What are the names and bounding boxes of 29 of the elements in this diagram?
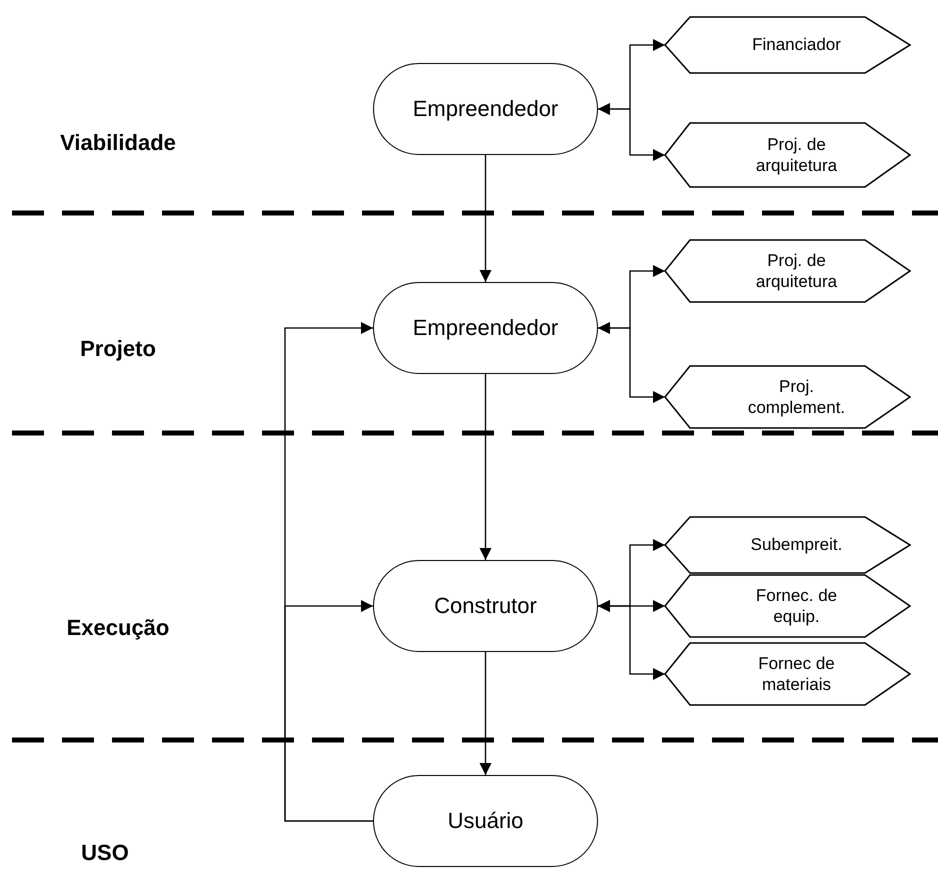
arrow [480,374,492,560]
arrow [480,652,492,775]
arrow [284,600,373,822]
hexagon-node [665,517,910,573]
node-label: Fornec de materiais [757,652,836,696]
phase-label: Projeto [80,336,156,362]
arrow [480,155,492,282]
node-label: Proj. de arquitetura [754,134,838,176]
arrow [598,322,665,403]
node-label: Empreendedor [412,95,558,123]
hexagon-node [665,240,910,302]
hexagon-node [665,17,910,73]
node-label: Subempreit. [750,534,842,556]
phase-label: USO [81,840,129,866]
hexagon-node [665,575,910,637]
arrow [598,103,665,161]
node-label: Proj. complement. [746,376,846,418]
phase-label: Execução [66,615,170,641]
node-label: Empreendedor [412,314,558,342]
hexagon-node [665,366,910,428]
hexagon-node [665,643,910,705]
node-label: Proj. de arquitetura [754,250,838,292]
node-label: Financiador [752,34,841,56]
arrow [598,600,665,680]
node-label: Usuário [448,807,524,835]
hexagon-node [665,123,910,187]
phase-label: Viabilidade [60,130,176,156]
node-label: Construtor [434,592,537,620]
node-label: Fornec. de equip. [754,584,838,628]
